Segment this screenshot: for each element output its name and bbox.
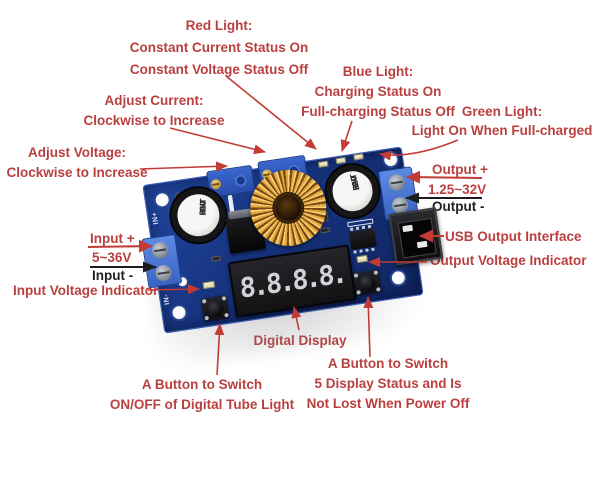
- label-line: Charging Status On: [314, 84, 442, 99]
- label-adjust-current: Adjust Current: Clockwise to Increase: [83, 91, 224, 131]
- label-line: Constant Voltage Status Off: [129, 62, 309, 77]
- button-cap: [358, 273, 377, 292]
- label-line: Not Lost When Power Off: [306, 396, 470, 411]
- display-status-button: [352, 269, 382, 296]
- mounting-hole: [171, 305, 187, 321]
- blue-status-led: [335, 156, 347, 165]
- digital-display: 8.8.8.8.: [227, 244, 357, 318]
- smd-resistor: [319, 226, 331, 234]
- voltage-adjust-screw: [210, 178, 222, 190]
- label-output-plus: Output +: [432, 162, 488, 177]
- arrow-blue-light: [340, 120, 353, 152]
- label-usb-output: USB Output Interface: [445, 229, 582, 244]
- terminal-screw: [387, 173, 406, 192]
- label-output-indicator: Output Voltage Indicator: [430, 253, 587, 268]
- silkscreen-in-minus: IN-: [162, 293, 172, 306]
- green-status-led: [353, 153, 364, 161]
- mounting-hole: [154, 192, 170, 208]
- label-title: Adjust Voltage:: [27, 145, 127, 160]
- seven-segment-digits: 8.8.8.8.: [238, 257, 346, 305]
- soic-chip: [348, 228, 377, 251]
- output-voltage-led: [356, 254, 369, 264]
- label-line: A Button to Switch: [327, 356, 449, 371]
- label-digital-display: Digital Display: [253, 331, 346, 351]
- label-blue-light: Blue Light: Charging Status On Full-char…: [301, 62, 455, 122]
- label-red-light: Red Light: Constant Current Status On Co…: [130, 15, 309, 81]
- mounting-hole: [390, 270, 406, 286]
- label-line: ON/OFF of Digital Tube Light: [109, 397, 295, 412]
- label-output-minus: Output -: [432, 199, 485, 214]
- label-adjust-voltage: Adjust Voltage: Clockwise to Increase: [6, 143, 147, 183]
- display-light-button: [200, 294, 230, 322]
- label-title: Adjust Current:: [104, 93, 204, 108]
- label-line: A Button to Switch: [141, 377, 263, 392]
- arrow-adjust-current: [169, 127, 266, 155]
- label-title: Red Light:: [185, 18, 253, 33]
- label-output-range: 1.25~32V: [428, 182, 487, 197]
- input-terminal: [141, 233, 183, 289]
- smd-resistor: [210, 255, 222, 262]
- label-button-right: A Button to Switch 5 Display Status and …: [307, 354, 470, 414]
- label-input-minus: Input -: [92, 268, 134, 283]
- red-status-led: [317, 160, 329, 168]
- label-line: Light On When Full-charged: [411, 123, 593, 138]
- label-green-light: Green Light: Light On When Full-charged: [412, 102, 593, 140]
- usb-slot: [397, 217, 437, 259]
- usb-port: [388, 207, 444, 266]
- label-line: 5 Display Status and Is: [314, 376, 462, 391]
- terminal-screw: [154, 263, 173, 283]
- pot-dial: [233, 173, 248, 188]
- label-title: Green Light:: [461, 104, 543, 119]
- label-title: Blue Light:: [342, 64, 414, 79]
- arrow-adjust-voltage: [139, 161, 228, 172]
- mounting-hole: [383, 152, 399, 168]
- label-line: Constant Current Status On: [129, 40, 309, 55]
- label-line: Full-charging Status Off: [301, 104, 455, 119]
- silkscreen-in-plus: IN+: [151, 211, 161, 225]
- label-button-left: A Button to Switch ON/OFF of Digital Tub…: [110, 375, 294, 415]
- label-input-plus: Input +: [90, 231, 135, 246]
- button-cap: [206, 299, 225, 318]
- label-line: Clockwise to Increase: [6, 165, 148, 180]
- label-line: Clockwise to Increase: [83, 113, 225, 128]
- label-input-indicator: Input Voltage Indicator: [13, 283, 159, 298]
- terminal-screw: [151, 241, 170, 260]
- label-input-range: 5~36V: [92, 250, 132, 265]
- input-voltage-led: [202, 280, 216, 290]
